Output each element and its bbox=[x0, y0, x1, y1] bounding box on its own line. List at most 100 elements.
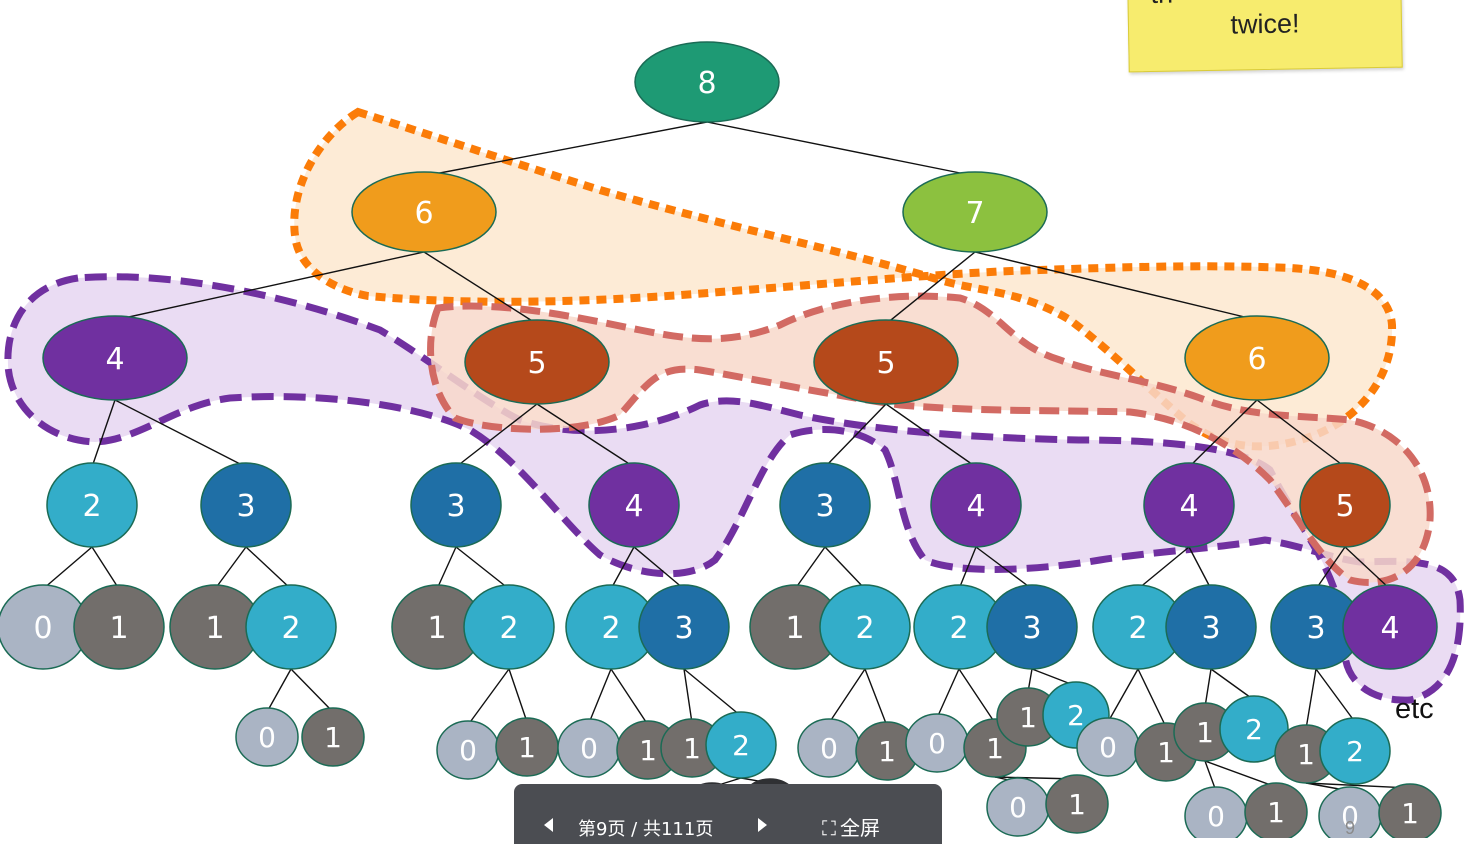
tree-edge-d-h bbox=[91, 399, 116, 468]
tree-edge-o-ad bbox=[1315, 546, 1346, 590]
tree-node-shape bbox=[410, 462, 502, 548]
tree-edge-i-r bbox=[214, 546, 247, 590]
tree-node-ah: 0 bbox=[436, 720, 500, 780]
tree-node-label: 4 bbox=[1380, 611, 1399, 646]
tree-node-label: 4 bbox=[624, 489, 643, 524]
tree-node-label: 1 bbox=[1196, 716, 1214, 749]
tree-node-label: 0 bbox=[459, 734, 477, 767]
tree-node-label: 1 bbox=[324, 721, 342, 754]
tree-node-label: 7 bbox=[965, 196, 984, 231]
tree-node-label: 1 bbox=[109, 611, 128, 646]
tree-node-label: 1 bbox=[785, 611, 804, 646]
tree-edge-e-k bbox=[536, 403, 635, 468]
tree-node-label: 3 bbox=[674, 611, 693, 646]
tree-node-label: 2 bbox=[601, 611, 620, 646]
tree-node-t: 1 bbox=[391, 584, 483, 670]
tree-node-label: 1 bbox=[1068, 788, 1086, 821]
tree-edge-d-i bbox=[114, 399, 247, 468]
tree-node-label: 3 bbox=[1306, 611, 1325, 646]
tree-edge-m-aa bbox=[975, 546, 1033, 590]
triangle-left-icon[interactable] bbox=[544, 818, 553, 832]
red-region-5 bbox=[427, 292, 1434, 586]
tree-node-n: 4 bbox=[1143, 462, 1235, 548]
tree-node-f: 5 bbox=[813, 319, 959, 405]
tree-node-label: 0 bbox=[1207, 800, 1225, 833]
tree-node-shape bbox=[1342, 584, 1438, 670]
tree-edge-l-y bbox=[824, 546, 866, 590]
tree-edge-ab-au bbox=[1137, 668, 1167, 728]
tree-node-am: 2 bbox=[705, 711, 777, 779]
tree-node-g: 6 bbox=[1184, 315, 1330, 401]
tree-node-label: 1 bbox=[639, 734, 657, 767]
tree-edge-h-q bbox=[91, 546, 120, 590]
orange-region-6 bbox=[290, 107, 1397, 451]
tree-node-shape bbox=[464, 319, 610, 405]
tree-edge-b-e bbox=[423, 251, 538, 325]
tree-node-label: 1 bbox=[1401, 797, 1419, 830]
tree-node-af: 0 bbox=[235, 707, 299, 767]
tree-node-i: 3 bbox=[200, 462, 292, 548]
tree-node-label: 5 bbox=[1335, 489, 1354, 524]
tree-edge-o-ae bbox=[1344, 546, 1391, 590]
tree-node-label: 3 bbox=[815, 489, 834, 524]
tree-node-shape bbox=[46, 462, 138, 548]
tree-node-l: 3 bbox=[779, 462, 871, 548]
tree-node-an: 0 bbox=[797, 718, 861, 778]
tree-edge-z-ap bbox=[936, 668, 960, 719]
tree-edge-s-af bbox=[266, 668, 292, 713]
tree-node-shape bbox=[1299, 462, 1391, 548]
tree-node-b: 6 bbox=[351, 171, 497, 253]
tree-node-label: 1 bbox=[683, 732, 701, 765]
tree-node-shape bbox=[245, 584, 337, 670]
tree-node-shape bbox=[638, 584, 730, 670]
tree-edge-f-l bbox=[824, 403, 887, 468]
tree-edge-n-ab bbox=[1137, 546, 1190, 590]
tree-edge-v-aj bbox=[588, 668, 612, 724]
tree-node-label: 0 bbox=[820, 732, 838, 765]
tree-edge-u-ai bbox=[508, 668, 528, 723]
tree-node-az: 0 bbox=[986, 777, 1050, 837]
tree-node-label: 0 bbox=[1009, 791, 1027, 824]
tree-node-shape bbox=[1184, 315, 1330, 401]
tree-node-label: 6 bbox=[1247, 342, 1266, 377]
tree-node-shape bbox=[819, 584, 911, 670]
tree-edge-k-v bbox=[610, 546, 635, 590]
tree-edge-ac-aw bbox=[1210, 668, 1255, 701]
tree-node-c: 7 bbox=[902, 171, 1048, 253]
tree-node-shape bbox=[1244, 782, 1308, 838]
tree-node-k: 4 bbox=[588, 462, 680, 548]
tree-edge-c-f bbox=[885, 251, 976, 325]
tree-node-shape bbox=[351, 171, 497, 253]
tree-node-label: 6 bbox=[414, 196, 433, 231]
tree-node-label: 4 bbox=[1179, 489, 1198, 524]
triangle-right-icon[interactable] bbox=[758, 818, 767, 832]
etc-label: etc bbox=[1395, 693, 1434, 725]
tree-node-label: 1 bbox=[1267, 796, 1285, 829]
tree-node-y: 2 bbox=[819, 584, 911, 670]
tree-node-label: 2 bbox=[499, 611, 518, 646]
tree-node-label: 3 bbox=[446, 489, 465, 524]
tree-edge-a-c bbox=[706, 121, 976, 177]
tree-node-label: 4 bbox=[966, 489, 985, 524]
tree-node-ao: 1 bbox=[855, 721, 919, 781]
tree-node-label: 0 bbox=[1341, 800, 1359, 833]
fullscreen-button[interactable]: ⛶全屏 bbox=[822, 812, 880, 841]
tree-edge-ac-av bbox=[1204, 668, 1212, 708]
page-indicator: 第9页 / 共111页 bbox=[578, 819, 714, 840]
tree-node-shape bbox=[1319, 717, 1391, 785]
tree-node-shape bbox=[588, 462, 680, 548]
tree-edge-n-ac bbox=[1188, 546, 1212, 590]
tree-edge-w-al bbox=[683, 668, 693, 724]
tree-node-s: 2 bbox=[245, 584, 337, 670]
tree-node-q: 1 bbox=[73, 584, 165, 670]
tree-node-shape bbox=[1219, 695, 1289, 763]
tree-edge-ax-be bbox=[1305, 782, 1411, 789]
tree-edge-j-u bbox=[455, 546, 510, 590]
tree-node-label: 2 bbox=[855, 611, 874, 646]
tree-node-shape bbox=[42, 315, 188, 401]
tree-edge-u-ah bbox=[467, 668, 510, 726]
tree-node-label: 2 bbox=[281, 611, 300, 646]
tree-node-label: 3 bbox=[1201, 611, 1220, 646]
tree-node-label: 0 bbox=[258, 721, 276, 754]
tree-node-z: 2 bbox=[913, 584, 1005, 670]
